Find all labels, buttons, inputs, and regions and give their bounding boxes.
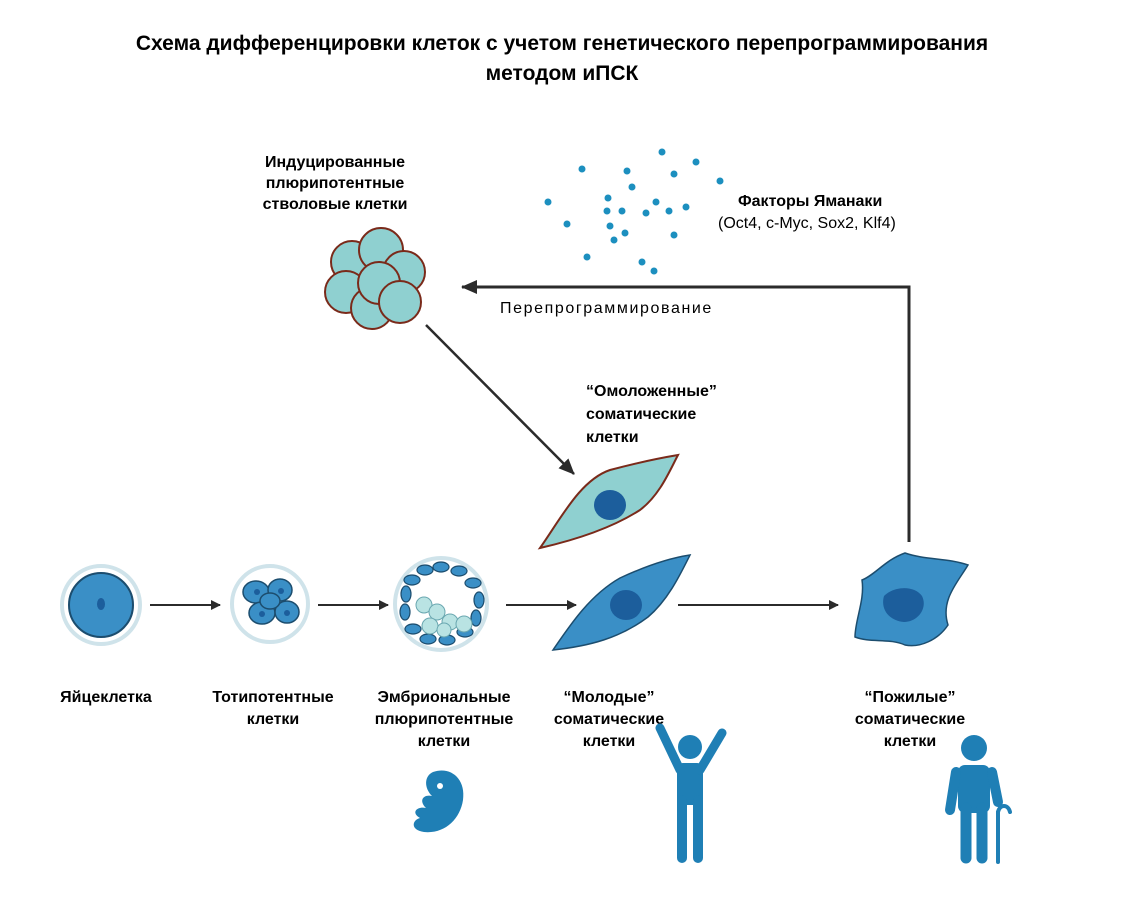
old-label-line3: клетки: [884, 733, 937, 750]
young-somatic-cell: [551, 554, 692, 651]
egg-cell: [60, 564, 142, 646]
young-person-icon: [655, 723, 727, 863]
old-label-line2: соматические: [855, 711, 965, 728]
rejuvenated-label-line2: соматические: [586, 406, 696, 423]
blastocyst: [393, 556, 489, 652]
yamanaka-factor-dots: [544, 148, 724, 275]
reprogramming-arrow: [461, 280, 911, 542]
old-person-icon: [945, 735, 1012, 864]
yamanaka-factors-list: (Oct4, c-Myc, Sox2, Klf4): [718, 215, 896, 232]
embryonic-label-line3: клетки: [418, 733, 471, 750]
old-label-line1: “Пожилые”: [865, 689, 956, 706]
ipsc-label-line3: стволовые клетки: [263, 196, 408, 213]
rejuvenated-somatic-cell: [537, 453, 680, 550]
ipsc-label-line2: плюрипотентные: [266, 175, 405, 192]
embryo-icon: [413, 770, 464, 833]
embryonic-label-line1: Эмбриональные: [377, 689, 510, 706]
diagram-title-line2: методом иПСК: [486, 62, 639, 85]
ipsc-label-line1: Индуцированные: [265, 154, 405, 171]
reprogramming-label: Перепрограммирование: [500, 300, 713, 317]
young-label-line3: клетки: [583, 733, 636, 750]
old-somatic-cell: [854, 552, 970, 647]
totipotent-cells: [230, 564, 310, 644]
egg-label: Яйцеклетка: [60, 689, 152, 706]
young-label-line1: “Молодые”: [564, 689, 655, 706]
diagram-title-line1: Схема дифференцировки клеток с учетом ге…: [136, 32, 988, 55]
young-label-line2: соматические: [554, 711, 664, 728]
ipsc-cell-cluster: [324, 227, 426, 330]
rejuvenated-label-line3: клетки: [586, 429, 639, 446]
totipotent-label-line2: клетки: [247, 711, 300, 728]
ipsc-to-rejuvenated-arrow: [425, 324, 575, 475]
yamanaka-factors-label: Факторы Яманаки: [738, 193, 882, 210]
totipotent-label-line1: Тотипотентные: [212, 689, 333, 706]
embryonic-label-line2: плюрипотентные: [375, 711, 514, 728]
rejuvenated-label-line1: “Омоложенные”: [586, 383, 717, 400]
